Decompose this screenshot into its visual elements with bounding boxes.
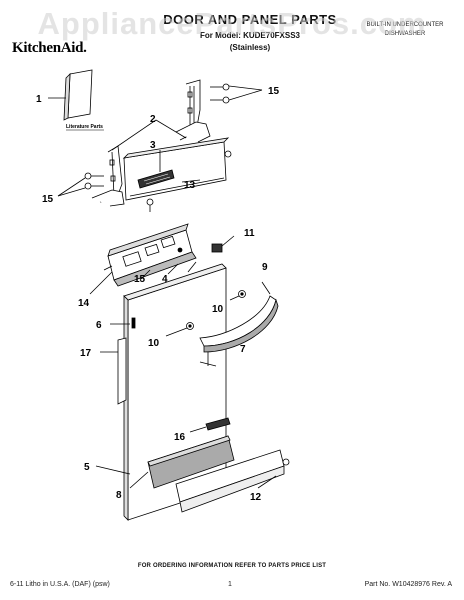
brand-logo: KitchenAid. bbox=[12, 40, 87, 56]
watermark-text: AppliancePartsPros.com bbox=[37, 6, 427, 41]
callout-10-left: 10 bbox=[148, 338, 160, 349]
bracket-clip bbox=[211, 235, 235, 253]
product-line-2: DISHWASHER bbox=[384, 31, 426, 37]
ordering-info: FOR ORDERING INFORMATION REFER TO PARTS … bbox=[137, 563, 327, 569]
insulation-pad bbox=[129, 435, 235, 489]
litho-info: 6-11 Litho in U.S.A. (DAF) (psw) bbox=[10, 581, 110, 588]
callout-15-mid: 15 bbox=[134, 274, 146, 285]
product-line: BUILT-IN UNDERCOUNTER DISHWASHER bbox=[360, 21, 450, 39]
left-door-bracket bbox=[57, 145, 125, 207]
part-number: Part No. W10428976 Rev. A bbox=[364, 581, 452, 588]
callout-13: 13 bbox=[184, 180, 196, 191]
callout-6: 6 bbox=[96, 320, 102, 331]
right-door-bracket bbox=[175, 79, 263, 143]
callout-5: 5 bbox=[84, 462, 90, 473]
model-number: For Model: KUDE70FXSS3 bbox=[199, 31, 300, 40]
literature-booklet bbox=[48, 69, 93, 121]
handle-screws bbox=[165, 290, 246, 337]
leader-lines bbox=[89, 119, 201, 295]
callout-7: 7 bbox=[240, 344, 246, 355]
top-channel bbox=[122, 137, 232, 212]
page-number: 1 bbox=[228, 581, 232, 588]
callout-9: 9 bbox=[262, 262, 268, 273]
page-title: DOOR AND PANEL PARTS bbox=[163, 12, 337, 27]
callout-14: 14 bbox=[78, 298, 90, 309]
toe-panel bbox=[95, 449, 290, 513]
callout-15-top: 15 bbox=[268, 86, 280, 97]
callout-3: 3 bbox=[150, 140, 156, 151]
callout-17: 17 bbox=[80, 348, 92, 359]
callout-12: 12 bbox=[250, 492, 262, 503]
door-handle bbox=[199, 281, 279, 367]
toe-panel-clip bbox=[189, 417, 231, 433]
insulation-sheet bbox=[100, 337, 127, 405]
control-assembly bbox=[103, 223, 197, 287]
callout-11: 11 bbox=[244, 228, 255, 239]
callout-16: 16 bbox=[174, 432, 186, 443]
callout-10-right: 10 bbox=[212, 304, 224, 315]
console-label bbox=[137, 169, 175, 189]
callout-8: 8 bbox=[116, 490, 122, 501]
model-variant: (Stainless) bbox=[229, 43, 271, 52]
callout-4: 4 bbox=[162, 274, 168, 285]
callout-2: 2 bbox=[150, 114, 156, 125]
callout-15-left: 15 bbox=[42, 194, 54, 205]
callout-1: 1 bbox=[36, 94, 42, 105]
literature-parts-label: Literature Parts bbox=[66, 124, 103, 130]
product-line-1: BUILT-IN UNDERCOUNTER bbox=[366, 22, 444, 28]
